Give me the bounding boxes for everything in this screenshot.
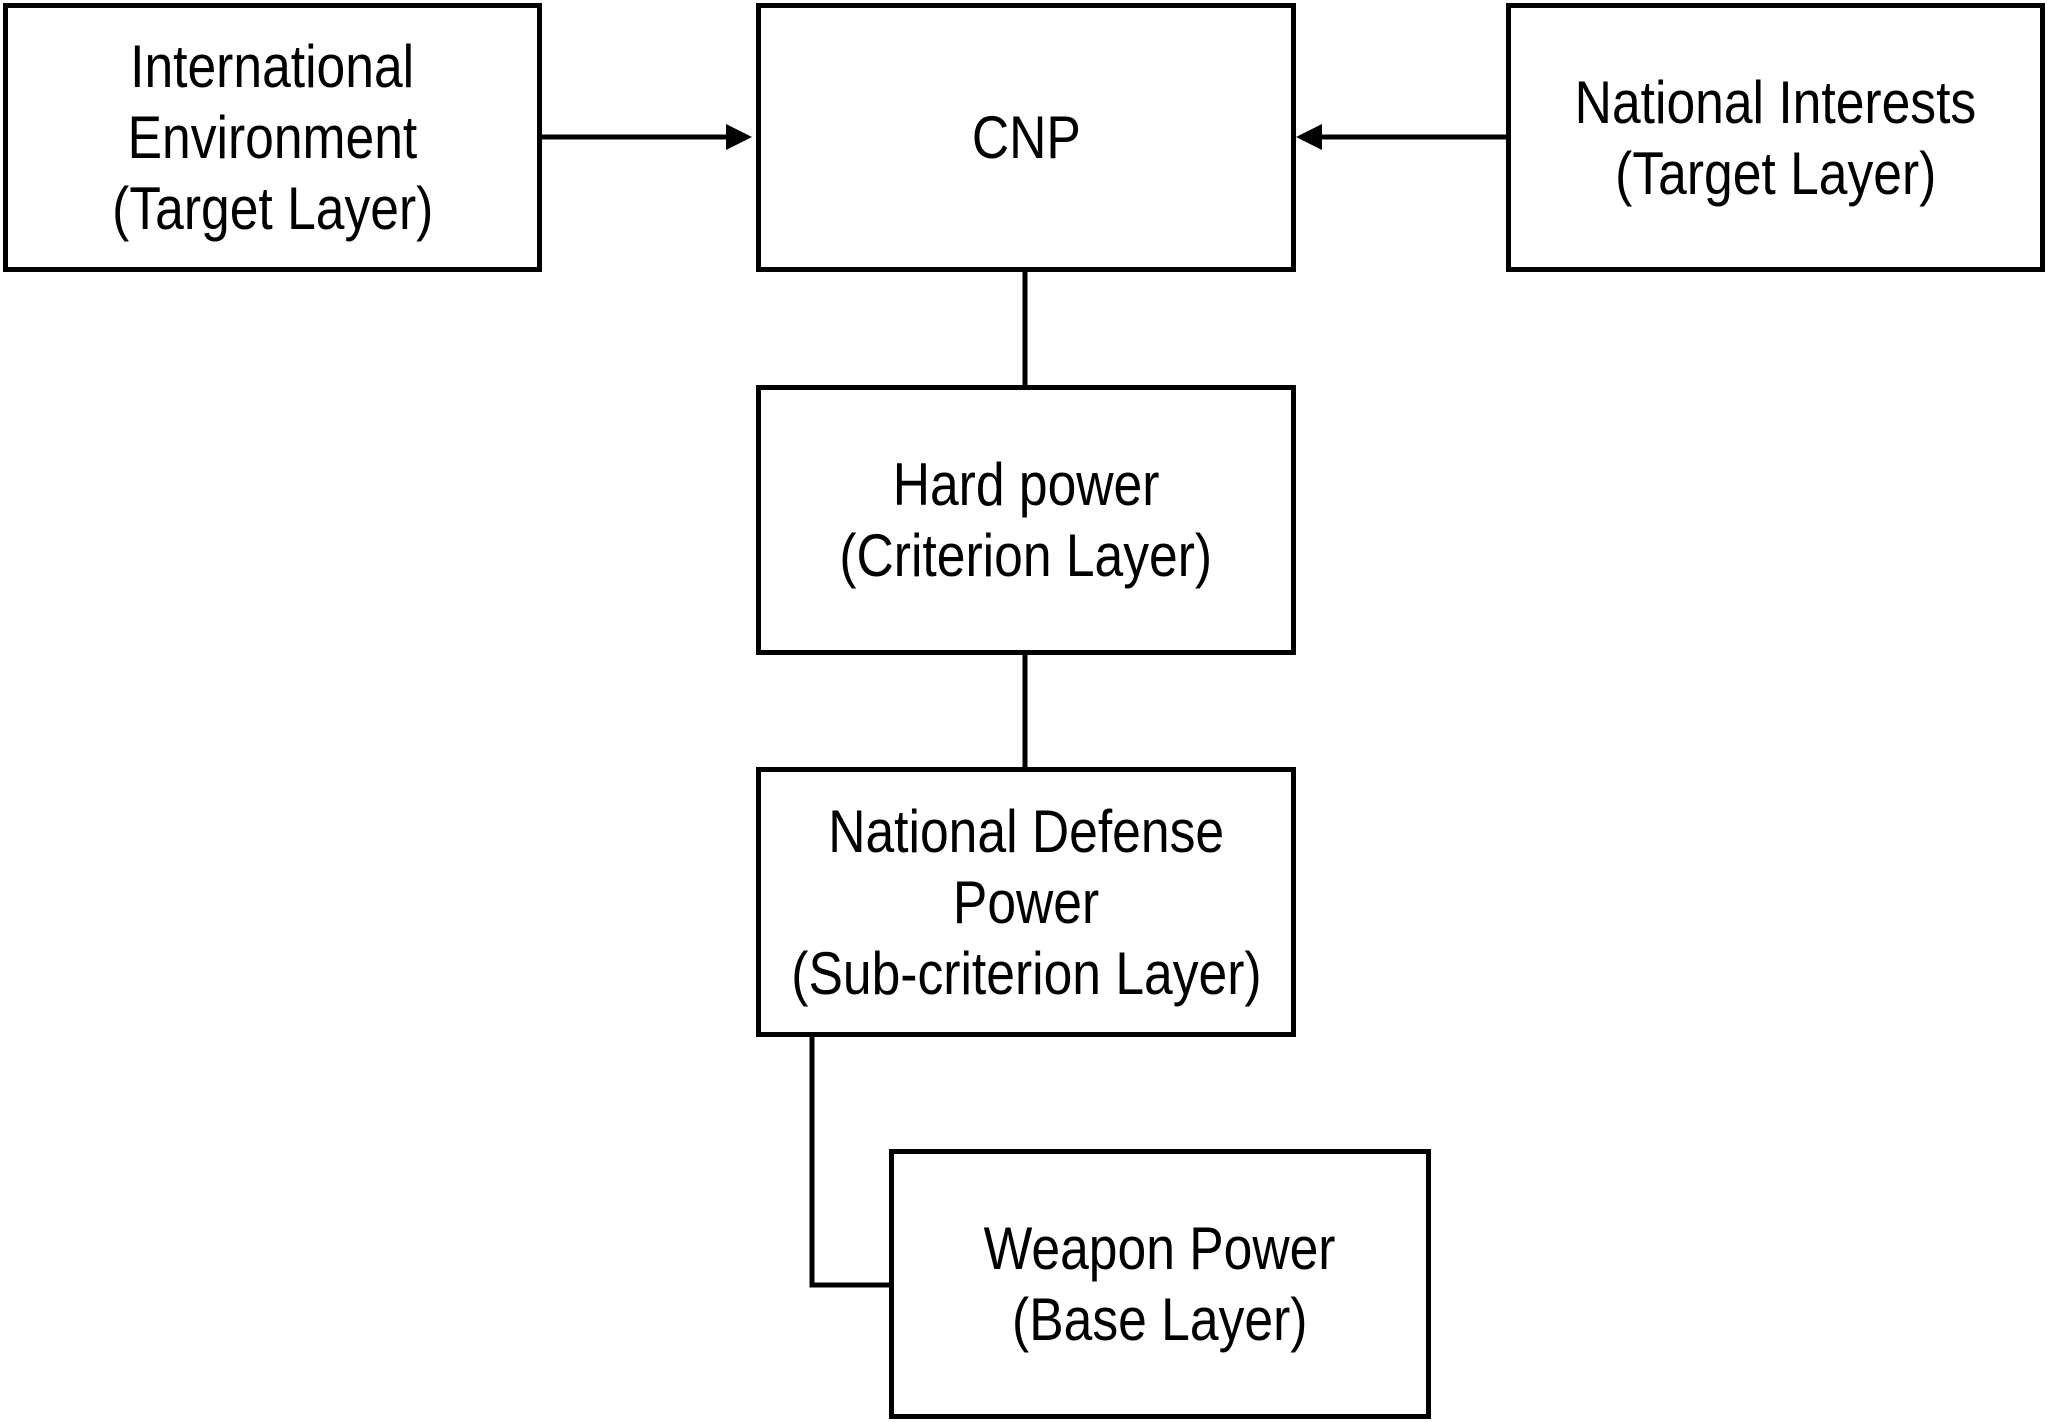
arrow-international-to-cnp [542, 124, 752, 150]
node-weapon-power: Weapon Power (Base Layer) [889, 1149, 1431, 1419]
connector-national-defense-weapon-power [809, 1037, 891, 1288]
node-label-line: (Target Layer) [111, 175, 434, 242]
arrow-national-interests-to-cnp [1296, 124, 1506, 150]
node-label-line: CNP [971, 104, 1081, 171]
node-label-line: International [130, 33, 415, 100]
node-national-defense-power: National Defense Power (Sub-criterion La… [756, 767, 1296, 1037]
node-label-line: (Criterion Layer) [839, 522, 1213, 589]
node-cnp: CNP [756, 3, 1296, 272]
node-hard-power: Hard power (Criterion Layer) [756, 385, 1296, 655]
node-label-line: National Defense [828, 797, 1224, 865]
node-label-line: Weapon Power [984, 1215, 1336, 1282]
node-label-line: Power [952, 868, 1100, 936]
node-label-line: Environment [127, 104, 418, 171]
node-label-line: (Sub-criterion Layer) [790, 939, 1262, 1007]
node-label-line: National Interests [1574, 68, 1977, 136]
node-international-environment: International Environment (Target Layer) [3, 3, 542, 272]
node-label-line: Hard power [892, 451, 1160, 518]
node-national-interests: National Interests (Target Layer) [1506, 3, 2045, 272]
node-label-line: (Target Layer) [1614, 139, 1937, 207]
node-label-line: (Base Layer) [1012, 1286, 1308, 1353]
